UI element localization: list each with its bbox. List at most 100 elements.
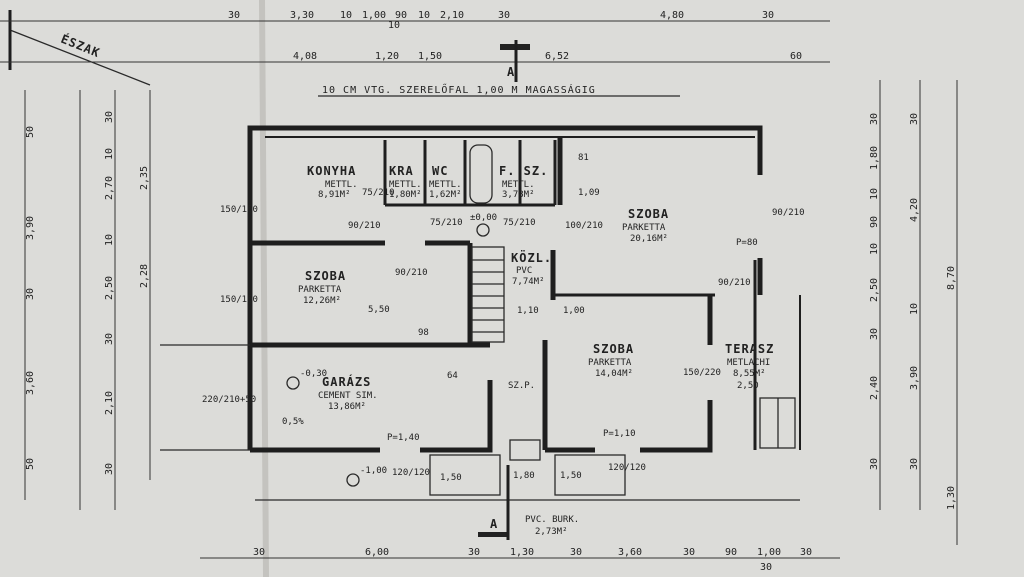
section-label: A — [490, 517, 498, 531]
opening-label: 120/120 — [608, 463, 646, 473]
dim-label: 30 — [104, 463, 115, 475]
level-mark: -0,30 — [300, 369, 327, 379]
dim-label: 60 — [790, 51, 802, 62]
right-dimensions: 30 1,80 10 90 10 2,50 30 2,40 30 30 4,20… — [869, 113, 957, 510]
opening-label: 90/210 — [772, 208, 805, 218]
entrance: PVC. BURK. 2,73M² -1,00 A — [346, 465, 579, 540]
room-floor: PARKETTA — [622, 223, 666, 233]
room-name: SZOBA — [628, 207, 669, 221]
room-name: TERASZ — [725, 342, 774, 356]
dim-label: 30 — [909, 113, 920, 125]
dim-label: 30 — [760, 562, 772, 573]
opening-label: P=80 — [736, 238, 758, 248]
dim-label: 1,30 — [510, 547, 534, 558]
staircase — [429, 246, 796, 496]
dim-label: 30 — [104, 333, 115, 345]
opening-label: 1,50 — [440, 473, 462, 483]
dim-label: 30 — [498, 10, 510, 21]
dim-label: 10 — [418, 10, 430, 21]
room-area: 7,74M² — [512, 277, 545, 287]
dim-label: 30 — [869, 458, 880, 470]
opening-label: 100/210 — [565, 221, 603, 231]
room-terasz: TERASZ METLACHI 8,55M² 2,50 — [725, 342, 774, 391]
dim-label: 90 — [725, 547, 737, 558]
dim-label: 2,50 — [869, 278, 880, 302]
room-name: F. SZ. — [499, 164, 548, 178]
opening-label: 90/210 — [348, 221, 381, 231]
room-width: 2,50 — [737, 381, 759, 391]
room-konyha: KONYHA METTL. 8,91M² 75/210 — [307, 164, 395, 200]
top-dimensions: 30 3,30 10 1,00 10 90 10 2,10 30 4,80 30… — [228, 10, 802, 97]
room-floor: PARKETTA — [298, 285, 342, 295]
dim-label: 3,30 — [290, 10, 314, 21]
room-name: GARÁZS — [322, 374, 371, 389]
dim-label: 90 — [395, 10, 407, 21]
room-name: KONYHA — [307, 164, 356, 178]
opening-label: 5,50 — [368, 305, 390, 315]
dim-label: 10 — [869, 188, 880, 200]
dim-label: 2,10 — [104, 391, 115, 415]
room-floor: METTL. — [325, 180, 358, 190]
opening-label: P=1,40 — [387, 433, 420, 443]
opening-label: 75/210 — [503, 218, 536, 228]
room-name: KÖZL. — [511, 250, 552, 265]
room-floor: METTL. — [389, 180, 422, 190]
dim-label: 10 — [104, 234, 115, 246]
dim-label: 30 — [253, 547, 265, 558]
room-wc: WC METTL. 1,62M² — [429, 164, 462, 200]
bathtub — [469, 144, 493, 204]
dim-label: 2,10 — [440, 10, 464, 21]
opening-label: 81 — [578, 153, 589, 163]
level-marker-icon — [346, 473, 360, 487]
door-size: 75/210 — [362, 188, 395, 198]
dim-label: 30 — [104, 111, 115, 123]
level-marker-icon — [286, 376, 300, 390]
room-name: SZ.P. — [508, 381, 535, 391]
room-area: 12,26M² — [303, 296, 341, 306]
slope-label: 0,5% — [282, 417, 304, 427]
dim-label: 1,00 — [362, 10, 386, 21]
dim-label: 30 — [683, 547, 695, 558]
room-szp: SZ.P. — [508, 381, 535, 391]
dim-label: 90 — [869, 216, 880, 228]
room-area: 8,55M² — [733, 369, 766, 379]
dim-label: 30 — [869, 113, 880, 125]
dim-label: 10 — [909, 303, 920, 315]
dim-label: 30 — [570, 547, 582, 558]
room-area: 14,04M² — [595, 369, 633, 379]
dim-label: 50 — [25, 126, 36, 138]
dim-label: 8,70 — [946, 266, 957, 290]
dim-label: 3,90 — [909, 366, 920, 390]
room-area: 8,91M² — [318, 190, 351, 200]
opening-label: 90/210 — [718, 278, 751, 288]
room-name: KRA — [389, 164, 414, 178]
dim-label: 4,08 — [293, 51, 317, 62]
room-floor: PVC — [516, 266, 532, 276]
room-szoba-right: SZOBA PARKETTA 14,04M² — [588, 342, 633, 379]
level-marker-icon — [476, 223, 490, 237]
dim-label: 10 — [388, 20, 400, 31]
room-szoba-left: SZOBA PARKETTA 12,26M² — [298, 269, 345, 306]
dim-label: 2,70 — [104, 176, 115, 200]
room-floor: PVC. BURK. — [525, 515, 579, 525]
room-floor: CEMENT SIM. — [318, 391, 378, 401]
room-name: WC — [432, 164, 448, 178]
dim-label: 2,40 — [869, 376, 880, 400]
room-szoba-large: SZOBA PARKETTA 20,16M² — [622, 207, 669, 244]
dim-label: 6,52 — [545, 51, 569, 62]
dim-label: 30 — [25, 288, 36, 300]
room-kamra: KRA METTL. 1,80M² — [389, 164, 422, 200]
dim-label: 1,20 — [375, 51, 399, 62]
dim-label: 1,30 — [946, 486, 957, 510]
dim-label: 3,60 — [618, 547, 642, 558]
dim-label: 4,20 — [909, 198, 920, 222]
opening-label: 1,50 — [560, 471, 582, 481]
room-furdo: F. SZ. METTL. 3,78M² — [499, 164, 548, 200]
dim-label: 2,50 — [104, 276, 115, 300]
dim-label: 30 — [869, 328, 880, 340]
room-floor: PARKETTA — [588, 358, 632, 368]
dim-label: 2,35 — [139, 166, 150, 190]
room-area: 1,62M² — [429, 190, 462, 200]
dim-label: 4,80 — [660, 10, 684, 21]
